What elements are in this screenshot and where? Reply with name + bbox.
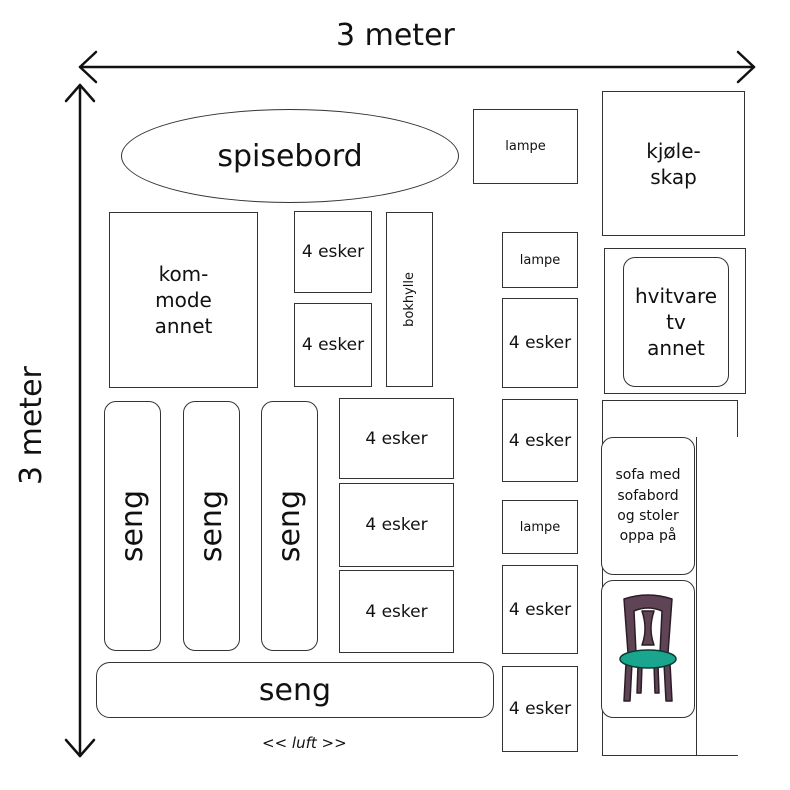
- dining-table: spisebord: [121, 109, 459, 203]
- fridge-label-line2: skap: [650, 164, 697, 189]
- lamp-label: lampe: [505, 139, 546, 154]
- box-label: 4 esker: [508, 599, 572, 620]
- chair-icon: [619, 594, 677, 702]
- box-label: 4 esker: [301, 335, 365, 355]
- lamp-label: lampe: [519, 252, 561, 268]
- dresser-label-line2: mode: [155, 288, 212, 312]
- sofa: sofa med sofabord og stoler oppa på: [601, 437, 695, 575]
- box-stack: 4 esker: [502, 565, 578, 654]
- box-stack: 4 esker: [339, 570, 454, 653]
- bed-horizontal: seng: [96, 662, 494, 718]
- bed-vertical: seng: [104, 401, 161, 651]
- box-label: 4 esker: [508, 430, 572, 451]
- dining-table-label: spisebord: [217, 138, 363, 174]
- lamp-label: lampe: [519, 519, 561, 535]
- bookshelf: bokhylle: [386, 212, 433, 387]
- bed-vertical: seng: [261, 401, 318, 651]
- fridge-label-line1: kjøle-: [646, 138, 701, 163]
- appliance-area: hvitvare tv annet: [604, 248, 746, 394]
- width-arrow-left-head: [78, 50, 98, 84]
- box-label: 4 esker: [365, 601, 428, 622]
- box-stack: 4 esker: [294, 211, 372, 293]
- appliances-label-line3: annet: [647, 336, 705, 360]
- box-stack: 4 esker: [502, 666, 578, 752]
- sofa-label-line4: oppa på: [619, 528, 677, 545]
- sofa-area-divider: [696, 437, 738, 755]
- lamp: lampe: [502, 500, 578, 554]
- dresser-label-line1: kom-: [158, 262, 209, 286]
- width-label: 3 meter: [336, 18, 455, 53]
- dresser: kom- mode annet: [109, 212, 258, 388]
- lamp: lampe: [473, 109, 578, 184]
- width-arrow-right-head: [736, 50, 756, 84]
- box-stack: 4 esker: [502, 298, 578, 388]
- sofa-label-line1: sofa med: [615, 467, 681, 484]
- height-arrow-bottom-head: [64, 738, 96, 758]
- appliances-label-line2: tv: [666, 310, 686, 334]
- bed-vertical: seng: [183, 401, 240, 651]
- box-label: 4 esker: [365, 515, 428, 535]
- box-label: 4 esker: [301, 242, 365, 262]
- bed-label: seng: [258, 672, 332, 708]
- bed-label: seng: [194, 489, 229, 563]
- fridge: kjøle- skap: [602, 91, 745, 236]
- box-label: 4 esker: [508, 333, 572, 353]
- lamp: lampe: [502, 232, 578, 288]
- dresser-label-line3: annet: [154, 314, 213, 338]
- appliances-label-line1: hvitvare: [634, 284, 718, 308]
- box-label: 4 esker: [508, 699, 572, 719]
- air-gap-note: << luft >>: [262, 734, 347, 752]
- chairs: [601, 580, 695, 718]
- box-stack: 4 esker: [339, 398, 454, 479]
- box-stack: 4 esker: [502, 399, 578, 482]
- bed-label: seng: [272, 489, 307, 563]
- height-arrow-top-head: [64, 83, 96, 103]
- box-label: 4 esker: [365, 428, 428, 449]
- box-stack: 4 esker: [339, 483, 454, 567]
- sofa-label-line3: og stoler: [617, 508, 679, 524]
- bookshelf-label: bokhylle: [402, 272, 417, 327]
- appliances: hvitvare tv annet: [623, 257, 729, 387]
- sofa-label-line2: sofabord: [617, 487, 679, 504]
- height-label: 3 meter: [14, 366, 49, 485]
- bed-label: seng: [115, 489, 150, 563]
- box-stack: 4 esker: [294, 303, 372, 387]
